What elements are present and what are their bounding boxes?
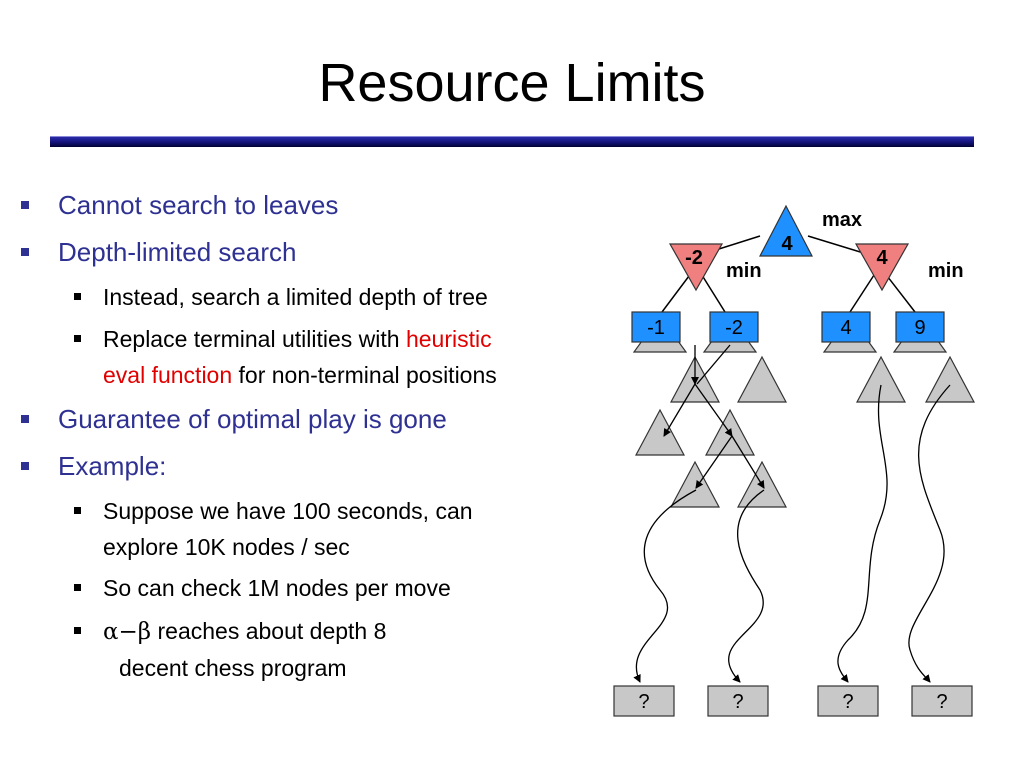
bullet-text: for non-terminal positions [232, 362, 497, 388]
subtree-triangle [925, 355, 975, 403]
bullet-cannot-search: Cannot search to leaves [21, 190, 339, 220]
max-node-value: 4 [781, 233, 793, 255]
bullet-text: Instead, search a limited depth of tree [103, 284, 488, 310]
leaf-value: ? [732, 691, 743, 713]
bullet-text: explore 10K nodes / sec [103, 534, 350, 560]
bullet-guarantee: Guarantee of optimal play is gone [21, 404, 447, 434]
max-node-triangle [759, 204, 813, 257]
eval-box [895, 311, 945, 343]
title-underline [50, 136, 974, 147]
search-arrow [663, 383, 696, 437]
min-node-value: 4 [876, 247, 888, 269]
bullet-text: Cannot search to leaves [58, 190, 339, 220]
bullet-square-icon [21, 462, 29, 470]
bullet-text: Example: [58, 451, 167, 481]
subbullet-check-1m: So can check 1M nodes per move [74, 570, 451, 606]
search-arrow [696, 344, 731, 385]
subbullet-suppose: Suppose we have 100 seconds, can explore… [74, 493, 473, 565]
search-arrow [694, 383, 733, 437]
subtree-triangle [856, 355, 906, 403]
wavy-path [728, 489, 765, 683]
min-label: min [928, 260, 964, 282]
bullet-square-icon [74, 293, 81, 300]
leaf-value: ? [638, 691, 649, 713]
tree-edge [807, 235, 871, 256]
min-node-triangle [854, 243, 910, 292]
subbullet-instead: Instead, search a limited depth of tree [74, 279, 488, 315]
subtree-triangle [670, 460, 720, 508]
max-label: max [822, 209, 862, 231]
leaf-box [817, 685, 879, 717]
alpha-beta-symbol: α−β [103, 619, 152, 645]
leaf-value: ? [842, 691, 853, 713]
leaf-box [911, 685, 973, 717]
bullet-square-icon [21, 415, 29, 423]
eval-value: 4 [840, 317, 851, 339]
bullet-text: Suppose we have 100 seconds, can [103, 498, 473, 524]
wavy-path [837, 384, 888, 683]
eval-box [709, 311, 759, 343]
highlight-heuristic: heuristic [405, 326, 492, 352]
bullet-square-icon [74, 627, 81, 634]
tree-edge [849, 271, 877, 313]
bullet-square-icon [74, 507, 81, 514]
bullet-depth-limited: Depth-limited search [21, 237, 297, 267]
tree-edge [699, 271, 726, 313]
slide-title: Resource Limits [318, 53, 706, 113]
tree-edge [661, 271, 693, 313]
highlight-eval-function: eval function [103, 362, 233, 388]
bullet-square-icon [21, 201, 29, 209]
bullet-text: decent chess program [119, 655, 347, 681]
subtree-triangle [737, 355, 787, 403]
bullet-text: Guarantee of optimal play is gone [58, 404, 447, 434]
bullet-square-icon [74, 584, 81, 591]
bullet-text: Replace terminal utilities with [103, 326, 406, 352]
min-label: min [726, 260, 762, 282]
tree-edge [883, 271, 916, 313]
min-node-triangle [668, 243, 724, 292]
bullet-square-icon [74, 335, 81, 342]
search-arrow [731, 435, 765, 489]
search-arrow [695, 435, 733, 489]
bullet-square-icon [21, 248, 29, 256]
wavy-path [908, 384, 951, 683]
eval-value: -2 [725, 317, 743, 339]
subbullet-replace: Replace terminal utilities with heuristi… [74, 321, 497, 393]
leaf-value: ? [936, 691, 947, 713]
eval-box [631, 311, 681, 343]
bullet-text: So can check 1M nodes per move [103, 575, 451, 601]
bullet-text: Depth-limited search [58, 237, 297, 267]
eval-value: 9 [914, 317, 925, 339]
leaf-box [613, 685, 675, 717]
eval-value: -1 [647, 317, 665, 339]
bullet-text: reaches about depth 8 [151, 618, 387, 644]
subtree-triangle [635, 408, 685, 456]
eval-box [821, 311, 871, 343]
min-node-value: -2 [685, 247, 703, 269]
bullet-example: Example: [21, 451, 167, 481]
subbullet-alpha-beta: α−β reaches about depth 8 decent chess p… [74, 613, 387, 686]
leaf-box [707, 685, 769, 717]
wavy-path [633, 489, 697, 683]
